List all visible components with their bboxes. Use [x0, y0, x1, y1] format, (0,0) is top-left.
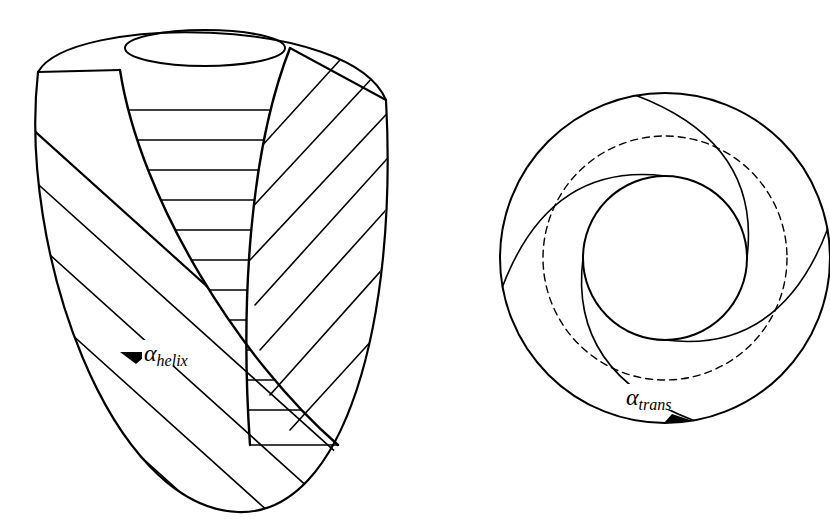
angle-subscript: helix — [157, 352, 188, 369]
angle-symbol: α — [144, 340, 157, 366]
angle-subscript: trans — [639, 396, 672, 413]
angle-label: αtrans — [624, 384, 674, 410]
angle-symbol: α — [626, 384, 639, 410]
angle-label: αhelix — [142, 340, 190, 366]
